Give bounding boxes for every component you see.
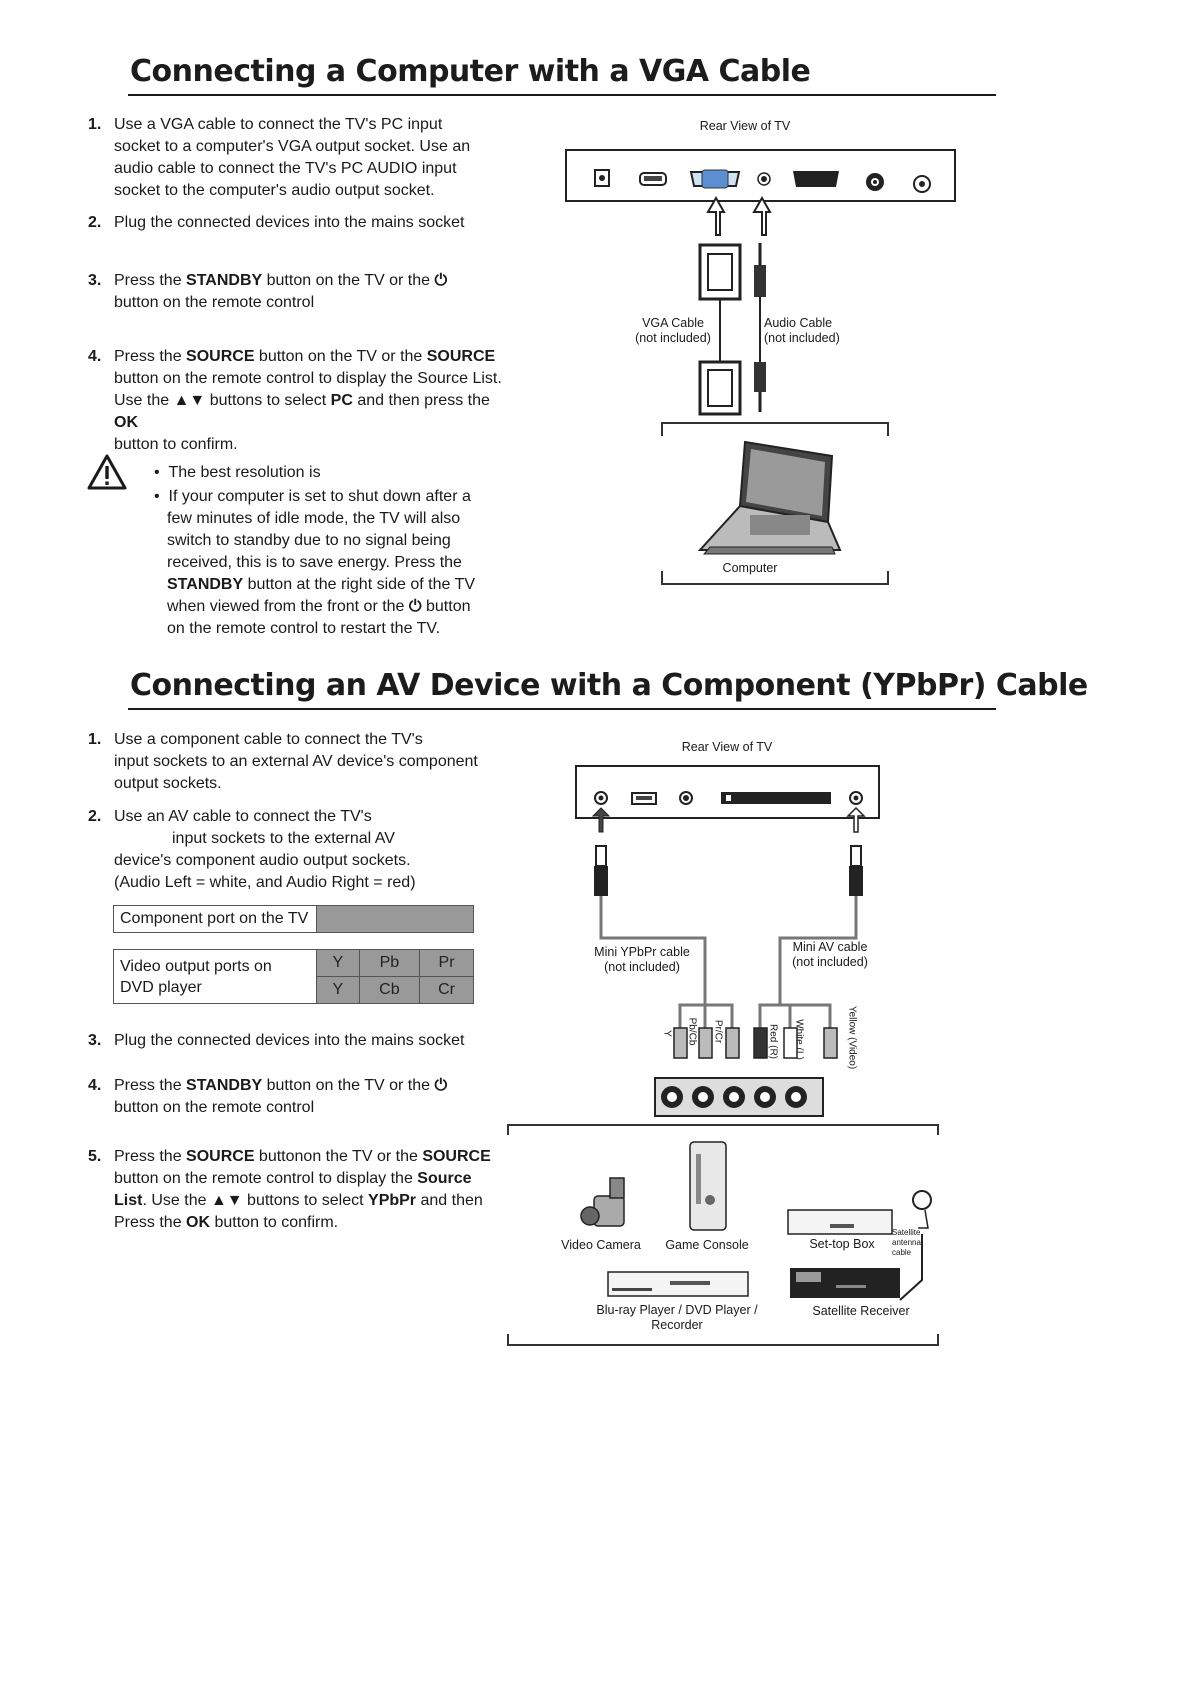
- mini-av-label: Mini AV cable(not included): [792, 940, 868, 969]
- computer-label: Computer: [722, 561, 778, 575]
- s2-step1-num: 1.: [88, 731, 102, 748]
- warning-icon: [87, 454, 127, 490]
- s2-step1-text: Use a component cable to connect the TV'…: [114, 731, 478, 792]
- mini-ypbpr-label: Mini YPbPr cable(not included): [594, 945, 690, 974]
- port-cb-dvd: Cb: [358, 976, 421, 1004]
- section2-title: Connecting an AV Device with a Component…: [130, 668, 1088, 703]
- s2-step3-num: 3.: [88, 1032, 102, 1049]
- component-port-table: Component port on the TV: [113, 905, 474, 933]
- s2-step5-text: Press the SOURCE buttonon the TV or the …: [114, 1148, 491, 1231]
- power-icon: ⏻: [434, 272, 448, 289]
- s1-step2-num: 2.: [88, 214, 102, 231]
- s2-step5-num: 5.: [88, 1148, 102, 1165]
- section1-title: Connecting a Computer with a VGA Cable: [130, 54, 811, 89]
- bluray-label: Blu-ray Player / DVD Player /Recorder: [596, 1303, 758, 1332]
- s2-step2-text: Use an AV cable to connect the TV's inpu…: [114, 808, 416, 891]
- s1-note1: • The best resolution is: [154, 464, 321, 481]
- s1-step3-num: 3.: [88, 272, 102, 289]
- port-pb: Pb: [358, 949, 421, 977]
- s2-step4-text: Press the STANDBY button on the TV or th…: [114, 1077, 448, 1116]
- s1-note2: • If your computer is set to shut down a…: [154, 488, 476, 637]
- section2-rule: [128, 708, 996, 710]
- section1-rule: [128, 94, 996, 96]
- component-connection-diagram: [507, 765, 939, 1346]
- video-camera-label: Video Camera: [561, 1238, 641, 1252]
- s1-step4-num: 4.: [88, 348, 102, 365]
- game-console-label: Game Console: [665, 1238, 749, 1252]
- vga-connection-diagram: [565, 149, 956, 585]
- s1-step4-text: Press the SOURCE button on the TV or the…: [114, 348, 502, 453]
- power-icon: ⏻: [434, 1077, 448, 1094]
- s2-rear-view-label: Rear View of TV: [681, 740, 773, 754]
- satellite-receiver-label: Satellite Receiver: [812, 1304, 910, 1318]
- vga-cable-label: VGA Cable(not included): [635, 316, 711, 345]
- port-cr-dvd: Cr: [419, 976, 474, 1004]
- s1-step1-text: Use a VGA cable to connect the TV's PC i…: [114, 116, 471, 199]
- s1-step1-num: 1.: [88, 116, 102, 133]
- s1-step3-text: Press the STANDBY button on the TV or th…: [114, 272, 448, 311]
- s2-step3-text: Plug the connected devices into the main…: [114, 1032, 465, 1049]
- power-icon: ⏻: [408, 598, 422, 615]
- audio-cable-label: Audio Cable(not included): [764, 316, 840, 345]
- port-y-dvd: Y: [316, 976, 360, 1004]
- s2-step2-num: 2.: [88, 808, 102, 825]
- set-top-box-label: Set-top Box: [809, 1237, 875, 1251]
- port-pr: Pr: [419, 949, 474, 977]
- s2-step4-num: 4.: [88, 1077, 102, 1094]
- s1-step2-text: Plug the connected devices into the main…: [114, 214, 465, 231]
- s1-rear-view-label: Rear View of TV: [699, 119, 791, 133]
- component-port-label: Component port on the TV: [113, 905, 317, 933]
- port-y: Y: [316, 949, 360, 977]
